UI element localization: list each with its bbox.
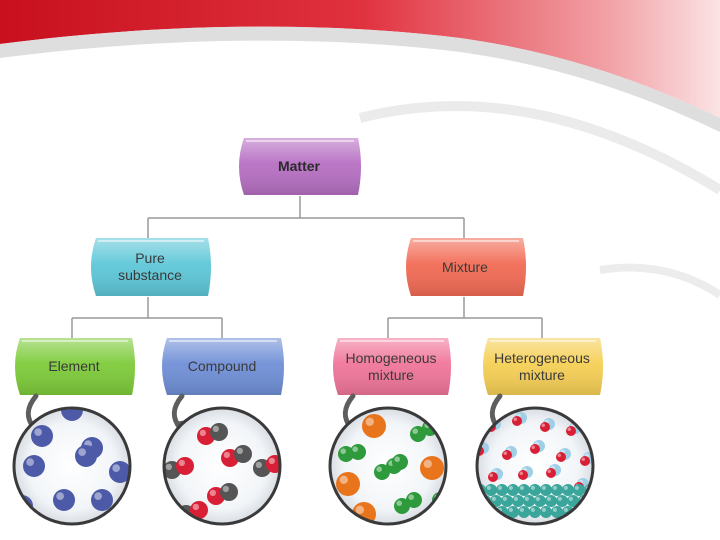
homogeneous-mixture-particles	[328, 406, 448, 526]
node-matter-box	[239, 138, 361, 195]
node-mixture-text: Mixture	[442, 258, 488, 275]
tree-connectors	[71, 196, 543, 338]
header-banner	[0, 0, 720, 299]
node-homogeneous-box	[333, 338, 451, 395]
node-mixture-label: Mixture	[403, 238, 527, 296]
node-heterogeneous-label: Heterogeneous mixture	[480, 338, 604, 395]
node-homogeneous-text: Homogeneous mixture	[345, 349, 437, 383]
node-pure-substance-label: Pure substance	[88, 238, 212, 296]
node-matter-label: Matter	[236, 138, 362, 195]
compound-particles	[162, 406, 282, 526]
node-compound-box	[162, 338, 284, 395]
node-compound-text: Compound	[187, 358, 257, 374]
node-compound-label: Compound	[159, 338, 285, 395]
node-element-box	[15, 338, 135, 395]
node-pure-substance-box	[91, 238, 211, 296]
node-heterogeneous-box	[483, 338, 603, 395]
node-homogeneous-label: Homogeneous mixture	[330, 338, 452, 395]
heterogeneous-mixture-particles	[475, 406, 595, 526]
node-mixture-box	[406, 238, 526, 296]
node-matter-text: Matter	[277, 158, 320, 174]
node-heterogeneous-text: Heterogeneous mixture	[494, 349, 590, 383]
node-pure-substance-text: Pure substance	[118, 250, 182, 283]
node-element-text: Element	[48, 358, 100, 374]
node-element-label: Element	[12, 338, 136, 395]
